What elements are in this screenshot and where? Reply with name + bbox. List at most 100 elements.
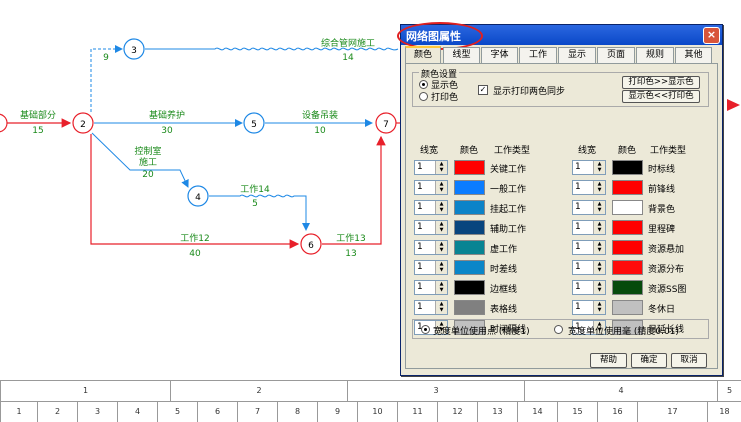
task-label: 设备吊装	[302, 109, 338, 121]
line-width-stepper[interactable]: 1▲▼	[572, 320, 606, 335]
stepper-arrows-icon[interactable]: ▲▼	[593, 241, 605, 254]
task-label: 基础养护	[149, 109, 185, 121]
display-color-label: 显示色	[431, 81, 459, 91]
close-button[interactable]: ×	[703, 27, 720, 44]
color-swatch[interactable]	[454, 260, 485, 275]
line-width-value: 1	[417, 322, 423, 332]
line-width-stepper[interactable]: 1▲▼	[414, 240, 448, 255]
tab-color[interactable]: 颜色	[405, 46, 441, 64]
node-6[interactable]: 6	[300, 233, 322, 255]
edge-6-7[interactable]	[322, 135, 386, 245]
stepper-arrows-icon[interactable]: ▲▼	[593, 301, 605, 314]
stepper-arrows-icon[interactable]: ▲▼	[593, 261, 605, 274]
work-type-label: 辅助工作	[490, 225, 527, 235]
edge-4-6-wavy[interactable]	[209, 194, 310, 231]
edge-2-4[interactable]	[91, 132, 189, 188]
stepper-arrows-icon[interactable]: ▲▼	[435, 281, 447, 294]
stepper-arrows-icon[interactable]: ▲▼	[593, 161, 605, 174]
node-left-edge[interactable]	[0, 113, 8, 133]
color-swatch[interactable]	[454, 200, 485, 215]
line-width-value: 1	[575, 282, 581, 292]
tab-work[interactable]: 工作	[519, 47, 557, 63]
color-swatch[interactable]	[612, 200, 643, 215]
stepper-arrows-icon[interactable]: ▲▼	[593, 201, 605, 214]
node-5[interactable]: 5	[243, 112, 265, 134]
color-swatch[interactable]	[612, 180, 643, 195]
tab-font[interactable]: 字体	[481, 47, 518, 63]
stepper-arrows-icon[interactable]: ▲▼	[593, 321, 605, 334]
line-width-stepper[interactable]: 1▲▼	[572, 220, 606, 235]
tab-other[interactable]: 其他	[675, 47, 712, 63]
node-7[interactable]: 7	[375, 112, 397, 134]
tab-page[interactable]: 页面	[597, 47, 635, 63]
display-to-print-button[interactable]: 显示色<<打印色	[622, 90, 700, 103]
print-color-radio[interactable]	[419, 92, 428, 101]
color-swatch[interactable]	[612, 280, 643, 295]
edge-2-6[interactable]	[90, 134, 300, 249]
color-swatch[interactable]	[454, 180, 485, 195]
node-7-label: 7	[383, 120, 389, 130]
stepper-arrows-icon[interactable]: ▲▼	[435, 261, 447, 274]
line-width-stepper[interactable]: 1 ▲▼	[572, 300, 606, 315]
color-swatch[interactable]	[454, 280, 485, 295]
node-4[interactable]: 4	[187, 185, 209, 207]
sync-colors-checkbox[interactable]: ✓	[478, 85, 488, 95]
color-swatch[interactable]	[612, 300, 643, 315]
line-width-stepper[interactable]: 1▲▼	[572, 160, 606, 175]
color-swatch[interactable]	[454, 320, 485, 335]
help-button[interactable]: 帮助	[590, 353, 627, 368]
work-type-label: 前锋线	[648, 185, 676, 195]
line-width-stepper[interactable]: 1 ▲▼	[572, 280, 606, 295]
unit-points-radio[interactable]	[421, 325, 430, 334]
tab-rules[interactable]: 规则	[636, 47, 674, 63]
color-swatch[interactable]	[612, 240, 643, 255]
color-swatch[interactable]	[612, 160, 643, 175]
print-color-label: 打印色	[431, 93, 459, 103]
work-type-label: 时标线	[648, 165, 676, 175]
line-width-stepper[interactable]: 1▲▼	[414, 300, 448, 315]
stepper-arrows-icon[interactable]: ▲▼	[593, 181, 605, 194]
line-width-value: 1	[575, 302, 581, 312]
work-type-label: 边框线	[490, 285, 518, 295]
edge-3-wavy[interactable]	[145, 47, 399, 51]
line-width-stepper[interactable]: 1▲▼	[572, 180, 606, 195]
line-width-stepper[interactable]: 1▲▼	[414, 200, 448, 215]
color-swatch[interactable]	[612, 320, 643, 335]
stepper-arrows-icon[interactable]: ▲▼	[435, 221, 447, 234]
line-width-stepper[interactable]: 1▲▼	[572, 260, 606, 275]
stepper-arrows-icon[interactable]: ▲▼	[435, 161, 447, 174]
color-swatch[interactable]	[454, 160, 485, 175]
stepper-arrows-icon[interactable]: ▲▼	[435, 181, 447, 194]
color-swatch[interactable]	[612, 220, 643, 235]
ok-button[interactable]: 确定	[631, 353, 667, 368]
stepper-arrows-icon[interactable]: ▲▼	[435, 321, 447, 334]
task-duration: 15	[32, 126, 43, 136]
line-width-stepper[interactable]: 1▲▼	[572, 200, 606, 215]
stepper-arrows-icon[interactable]: ▲▼	[593, 221, 605, 234]
color-swatch[interactable]	[454, 240, 485, 255]
color-swatch[interactable]	[612, 260, 643, 275]
work-type-label: 表格线	[490, 305, 518, 315]
line-width-stepper[interactable]: 1▲▼	[414, 160, 448, 175]
line-width-stepper[interactable]: 1▲▼	[414, 280, 448, 295]
tab-display[interactable]: 显示	[558, 47, 596, 63]
dialog-titlebar[interactable]: 网络图属性 ×	[397, 22, 722, 50]
stepper-arrows-icon[interactable]: ▲▼	[593, 281, 605, 294]
print-to-display-button[interactable]: 打印色>>显示色	[622, 76, 700, 89]
node-2[interactable]: 2	[72, 112, 94, 134]
line-width-stepper[interactable]: 1▲▼	[414, 260, 448, 275]
stepper-arrows-icon[interactable]: ▲▼	[435, 301, 447, 314]
line-width-stepper[interactable]: 1▲▼	[414, 180, 448, 195]
stepper-arrows-icon[interactable]: ▲▼	[435, 201, 447, 214]
cancel-button[interactable]: 取消	[671, 353, 707, 368]
line-width-stepper[interactable]: 1▲▼	[572, 240, 606, 255]
display-color-radio[interactable]	[419, 80, 428, 89]
edge-2-3-dashed[interactable]	[90, 45, 123, 112]
line-width-stepper[interactable]: 1▲▼	[414, 220, 448, 235]
node-3[interactable]: 3	[123, 38, 145, 60]
tab-linetype[interactable]: 线型	[443, 47, 480, 63]
color-swatch[interactable]	[454, 220, 485, 235]
stepper-arrows-icon[interactable]: ▲▼	[435, 241, 447, 254]
unit-mm-radio[interactable]	[554, 325, 563, 334]
color-swatch[interactable]	[454, 300, 485, 315]
